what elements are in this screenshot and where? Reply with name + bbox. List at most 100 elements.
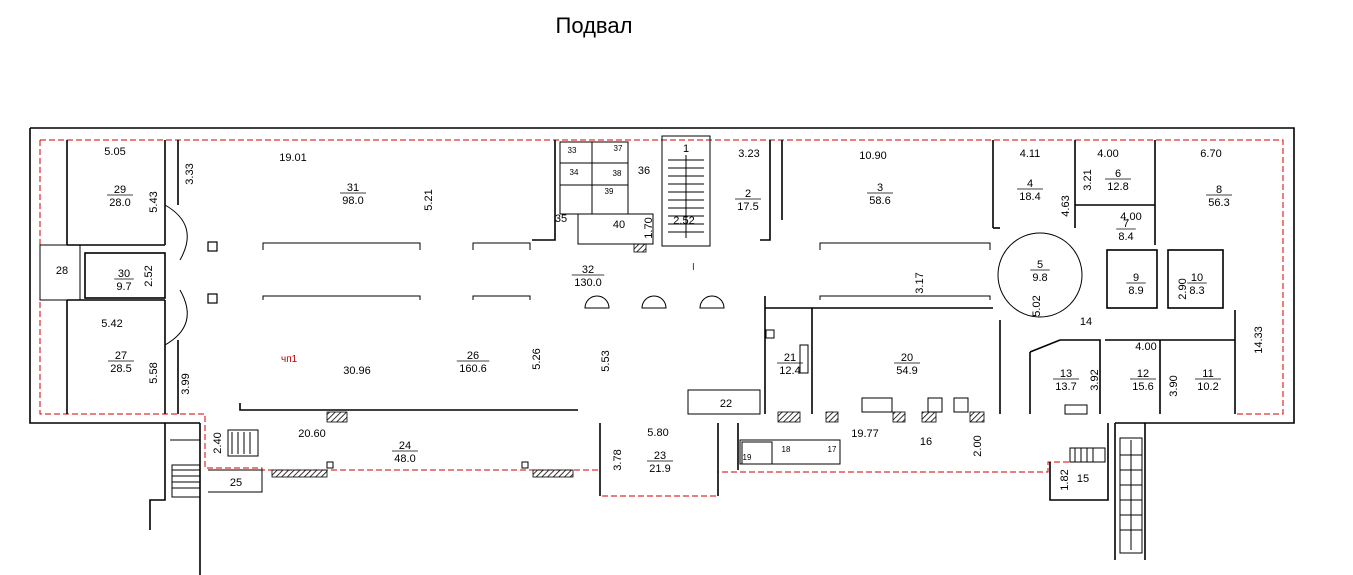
room-area: 12.8 — [1107, 181, 1128, 193]
dim-3-23: 3.23 — [738, 148, 759, 160]
room-label-37: 37 — [614, 144, 623, 153]
room-4-label: 418.4 — [1017, 178, 1043, 203]
dim-3-99: 3.99 — [180, 373, 192, 394]
room-area: 15.6 — [1132, 381, 1153, 393]
dim-5-42: 5.42 — [101, 318, 122, 330]
room-label-40: 40 — [613, 219, 625, 231]
dim-5-58: 5.58 — [148, 362, 160, 383]
dim-14-33: 14.33 — [1253, 326, 1265, 354]
room-number: 7 — [1123, 218, 1129, 230]
room-number: 12 — [1137, 368, 1149, 380]
dim-5-53: 5.53 — [600, 350, 612, 371]
dim-10-90: 10.90 — [859, 150, 887, 162]
dim-1-82: 1.82 — [1059, 469, 1071, 490]
room-label-35: 35 — [555, 213, 567, 225]
red-mark: I — [692, 262, 695, 273]
room-number: 9 — [1133, 272, 1139, 284]
room-number: 11 — [1202, 368, 1213, 380]
dim-4-11: 4.11 — [1020, 148, 1041, 160]
room-area: 8.3 — [1189, 285, 1204, 297]
room-number: 2 — [745, 188, 751, 200]
room-30-label: 309.7 — [114, 268, 134, 293]
room-label-22: 22 — [720, 398, 732, 410]
simple-labels: 1 28 35 36 40 14 22 25 16 15 19 33 34 37… — [56, 143, 1092, 489]
dim-3-33: 3.33 — [184, 163, 196, 184]
dim-3-21: 3.21 — [1082, 169, 1094, 190]
room-number: 5 — [1037, 259, 1043, 271]
dim-3-92: 3.92 — [1089, 369, 1101, 390]
room-number: 13 — [1060, 368, 1072, 380]
room-number: 27 — [115, 350, 127, 362]
dim-20-60: 20.60 — [298, 428, 326, 440]
room-number: 23 — [654, 450, 666, 462]
dim-5-80: 5.80 — [647, 427, 668, 439]
room-area: 28.0 — [109, 197, 130, 209]
room-label-16: 16 — [920, 436, 932, 448]
room-10-label: 108.3 — [1187, 272, 1207, 297]
room-area: 18.4 — [1019, 191, 1040, 203]
room-area: 8.4 — [1118, 231, 1133, 243]
room-2-label: 217.5 — [735, 188, 761, 213]
room-area: 58.6 — [869, 195, 890, 207]
room-label-39: 39 — [605, 187, 614, 196]
room-area: 9.7 — [116, 281, 131, 293]
dim-2-52-b: 2.52 — [673, 215, 694, 227]
dim-30-96: 30.96 — [343, 365, 371, 377]
room-number: 3 — [877, 182, 883, 194]
room-number: 31 — [347, 182, 359, 194]
room-number: 21 — [784, 352, 796, 364]
rooms-20-21 — [764, 296, 993, 423]
dim-3-78: 3.78 — [612, 449, 624, 470]
room-label-33: 33 — [568, 146, 577, 155]
dim-5-26: 5.26 — [531, 348, 543, 369]
dim-2-00: 2.00 — [972, 435, 984, 456]
room-number: 6 — [1115, 168, 1121, 180]
dim-5-21: 5.21 — [423, 189, 435, 210]
dim-3-17: 3.17 — [914, 272, 926, 293]
room-5-label: 59.8 — [1030, 259, 1050, 284]
room-label-17: 17 — [828, 445, 837, 454]
dim-5-43: 5.43 — [148, 191, 160, 212]
dim-2-90: 2.90 — [1177, 278, 1189, 299]
left-partitions — [39, 140, 188, 414]
room-number: 4 — [1027, 178, 1033, 190]
room-label-1: 1 — [683, 143, 689, 155]
room-area: 28.5 — [110, 363, 131, 375]
room-area: 130.0 — [574, 277, 602, 289]
room-area: 9.8 — [1032, 272, 1047, 284]
red-label-chp1: чп1 — [281, 354, 298, 365]
room-9-label: 98.9 — [1126, 272, 1146, 297]
room-label-36: 36 — [638, 165, 650, 177]
dim-4-00-a: 4.00 — [1097, 148, 1118, 160]
dimensions: 5.05 19.01 3.23 10.90 4.11 4.00 6.70 4.0… — [101, 146, 1265, 491]
room-area: 21.9 — [649, 463, 670, 475]
room-area: 160.6 — [459, 363, 487, 375]
room-number: 32 — [582, 264, 594, 276]
dim-5-05: 5.05 — [104, 146, 125, 158]
room-number: 26 — [467, 350, 479, 362]
dim-2-40: 2.40 — [212, 432, 224, 453]
room-label-19: 19 — [743, 453, 752, 462]
room-7-label: 78.4 — [1116, 218, 1136, 243]
plan-title: Подвал — [556, 13, 633, 38]
right-partitions — [992, 140, 1236, 415]
wc-and-stairs — [532, 135, 783, 253]
room-label-38: 38 — [613, 169, 622, 178]
room-area: 13.7 — [1055, 381, 1076, 393]
dim-3-90: 3.90 — [1168, 375, 1180, 396]
room-area: 10.2 — [1197, 381, 1218, 393]
dim-4-63: 4.63 — [1060, 195, 1072, 216]
corridor-beams — [207, 241, 991, 309]
room-number: 8 — [1216, 184, 1222, 196]
room-label-15: 15 — [1077, 473, 1089, 485]
